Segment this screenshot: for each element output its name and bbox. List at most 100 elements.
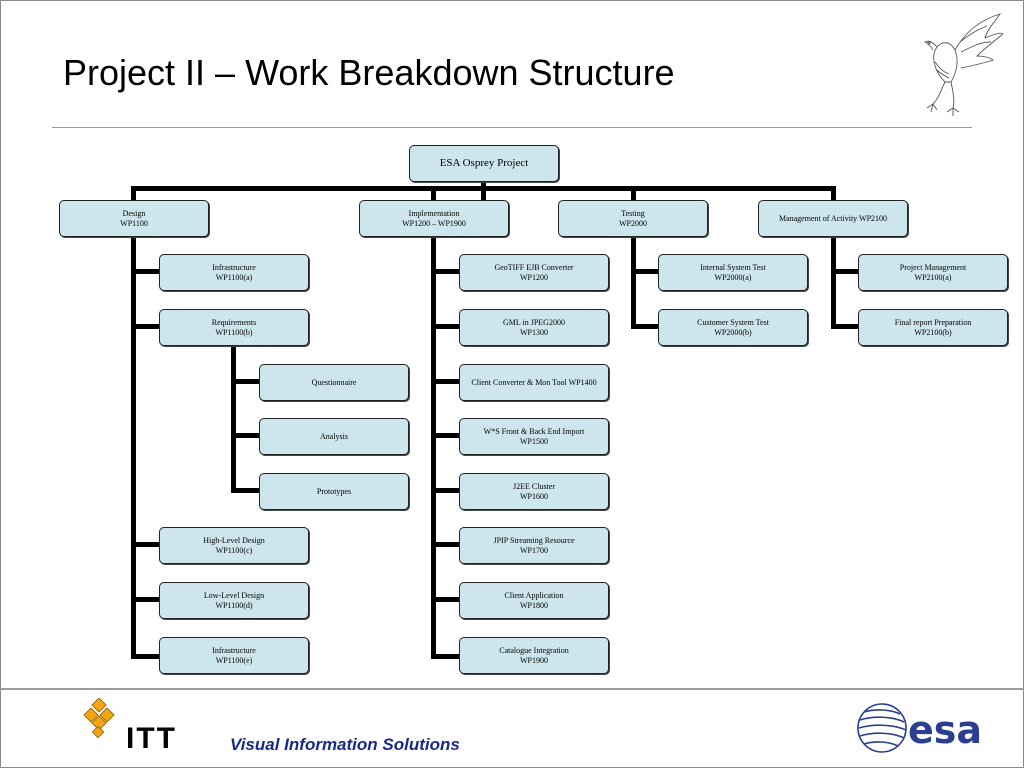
node-title: JPIP Streaming Resource: [493, 535, 575, 545]
node-title: Requirements: [211, 317, 257, 327]
node-title: Implementation: [408, 208, 460, 218]
wbs-node-wp1600: J2EE Cluster WP1600: [459, 473, 609, 510]
wbs-node-questionnaire: Questionnaire: [259, 364, 409, 401]
wbs-node-analysis: Analysis: [259, 418, 409, 455]
node-code: WP2100(a): [914, 272, 952, 282]
wbs-node-design-infrastructure: Infrastructure WP1100(a): [159, 254, 309, 291]
wbs-node-low-level-design: Low-Level Design WP1100(d): [159, 582, 309, 619]
node-code: WP1800: [520, 600, 548, 610]
node-title: Prototypes: [316, 486, 352, 496]
node-code: WP2100(b): [914, 327, 952, 337]
node-title: Low-Level Design: [203, 590, 265, 600]
implementation-branch: [431, 269, 460, 274]
management-trunk: [831, 236, 836, 329]
node-title: Design: [122, 208, 146, 218]
wbs-node-requirements: Requirements WP1100(b): [159, 309, 309, 346]
node-code: WP1200: [520, 272, 548, 282]
node-title: High-Level Design: [203, 535, 265, 545]
design-branch: [131, 269, 160, 274]
node-code: WP1100(a): [215, 272, 253, 282]
testing-branch: [631, 324, 660, 329]
wbs-node-prototypes: Prototypes: [259, 473, 409, 510]
implementation-branch: [431, 542, 460, 547]
wbs-node-project-management: Project Management WP2100(a): [858, 254, 1008, 291]
node-title: Analysis: [320, 431, 348, 441]
requirements-branch: [231, 488, 260, 493]
node-title: GeoTIFF EJB Converter: [494, 262, 574, 272]
node-code: WP1100(c): [215, 545, 253, 555]
node-title: Client Converter & Mon Tool WP1400: [471, 377, 597, 387]
node-title: J2EE Cluster: [513, 481, 555, 491]
wbs-node-wp1700: JPIP Streaming Resource WP1700: [459, 527, 609, 564]
wbs-node-high-level-design: High-Level Design WP1100(c): [159, 527, 309, 564]
wbs-node-wp1300: GML in JPEG2000 WP1300: [459, 309, 609, 346]
wbs-node-wp1200: GeoTIFF EJB Converter WP1200: [459, 254, 609, 291]
node-title: Project Management: [899, 262, 967, 272]
requirements-branch: [231, 379, 260, 384]
wbs-node-wp1500: W*S Front & Back End Import WP1500: [459, 418, 609, 455]
node-code: WP1200 – WP1900: [402, 218, 466, 228]
node-code: WP2000: [619, 218, 647, 228]
design-branch: [131, 324, 160, 329]
implementation-branch: [431, 597, 460, 602]
requirements-trunk: [231, 345, 236, 493]
node-title: Testing: [621, 208, 645, 218]
node-code: WP1100: [120, 218, 148, 228]
node-title: Questionnaire: [311, 377, 357, 387]
testing-drop: [631, 186, 636, 200]
implementation-branch: [431, 324, 460, 329]
osprey-bird-icon: [923, 13, 1004, 116]
implementation-branch: [431, 654, 460, 659]
node-code: WP1100(b): [215, 327, 253, 337]
esa-wordmark: esa: [908, 708, 982, 752]
wbs-node-wp1400: Client Converter & Mon Tool WP1400: [459, 364, 609, 401]
footer-divider: [0, 688, 1024, 690]
node-code: WP1500: [520, 436, 548, 446]
wbs-node-implementation: Implementation WP1200 – WP1900: [359, 200, 509, 237]
design-branch: [131, 654, 160, 659]
design-drop: [131, 186, 136, 200]
wbs-node-final-report: Final report Preparation WP2100(b): [858, 309, 1008, 346]
design-trunk: [131, 236, 136, 659]
node-title: Management of Activity WP2100: [778, 213, 888, 223]
page-title: Project II – Work Breakdown Structure: [63, 52, 675, 93]
implementation-branch: [431, 379, 460, 384]
management-branch: [831, 269, 860, 274]
company-name: ITT: [126, 722, 177, 755]
wbs-node-internal-system-test: Internal System Test WP2000(a): [658, 254, 808, 291]
node-title: Infrastructure: [212, 262, 256, 272]
implementation-drop: [431, 186, 436, 200]
node-code: WP1700: [520, 545, 548, 555]
wbs-node-management: Management of Activity WP2100: [758, 200, 908, 237]
node-code: WP1600: [520, 491, 548, 501]
wbs-node-wp1800: Client Application WP1800: [459, 582, 609, 619]
wbs-node-design: Design WP1100: [59, 200, 209, 237]
node-title: Infrastructure: [212, 645, 256, 655]
node-title: Customer System Test: [697, 317, 769, 327]
company-tagline: Visual Information Solutions: [230, 735, 460, 754]
wbs-root-node: ESA Osprey Project: [409, 145, 559, 182]
itt-logo-icon: [83, 698, 115, 739]
requirements-branch: [231, 433, 260, 438]
node-title: Catalogue Integration: [499, 645, 569, 655]
esa-globe-icon: esa: [857, 703, 982, 753]
node-code: WP2000(b): [714, 327, 752, 337]
node-title: GML in JPEG2000: [503, 317, 565, 327]
node-title: Final report Preparation: [894, 317, 972, 327]
wbs-node-customer-system-test: Customer System Test WP2000(b): [658, 309, 808, 346]
implementation-branch: [431, 488, 460, 493]
implementation-branch: [431, 433, 460, 438]
node-title: W*S Front & Back End Import: [483, 426, 585, 436]
wbs-node-testing: Testing WP2000: [558, 200, 708, 237]
node-code: WP1900: [520, 655, 548, 665]
wbs-node-design-infrastructure-e: Infrastructure WP1100(e): [159, 637, 309, 674]
design-branch: [131, 542, 160, 547]
management-drop: [831, 186, 836, 200]
node-title: ESA Osprey Project: [439, 157, 529, 169]
node-title: Client Application: [504, 590, 564, 600]
testing-branch: [631, 269, 660, 274]
node-code: WP2000(a): [714, 272, 752, 282]
wbs-node-wp1900: Catalogue Integration WP1900: [459, 637, 609, 674]
management-branch: [831, 324, 860, 329]
title-divider: [52, 127, 972, 128]
